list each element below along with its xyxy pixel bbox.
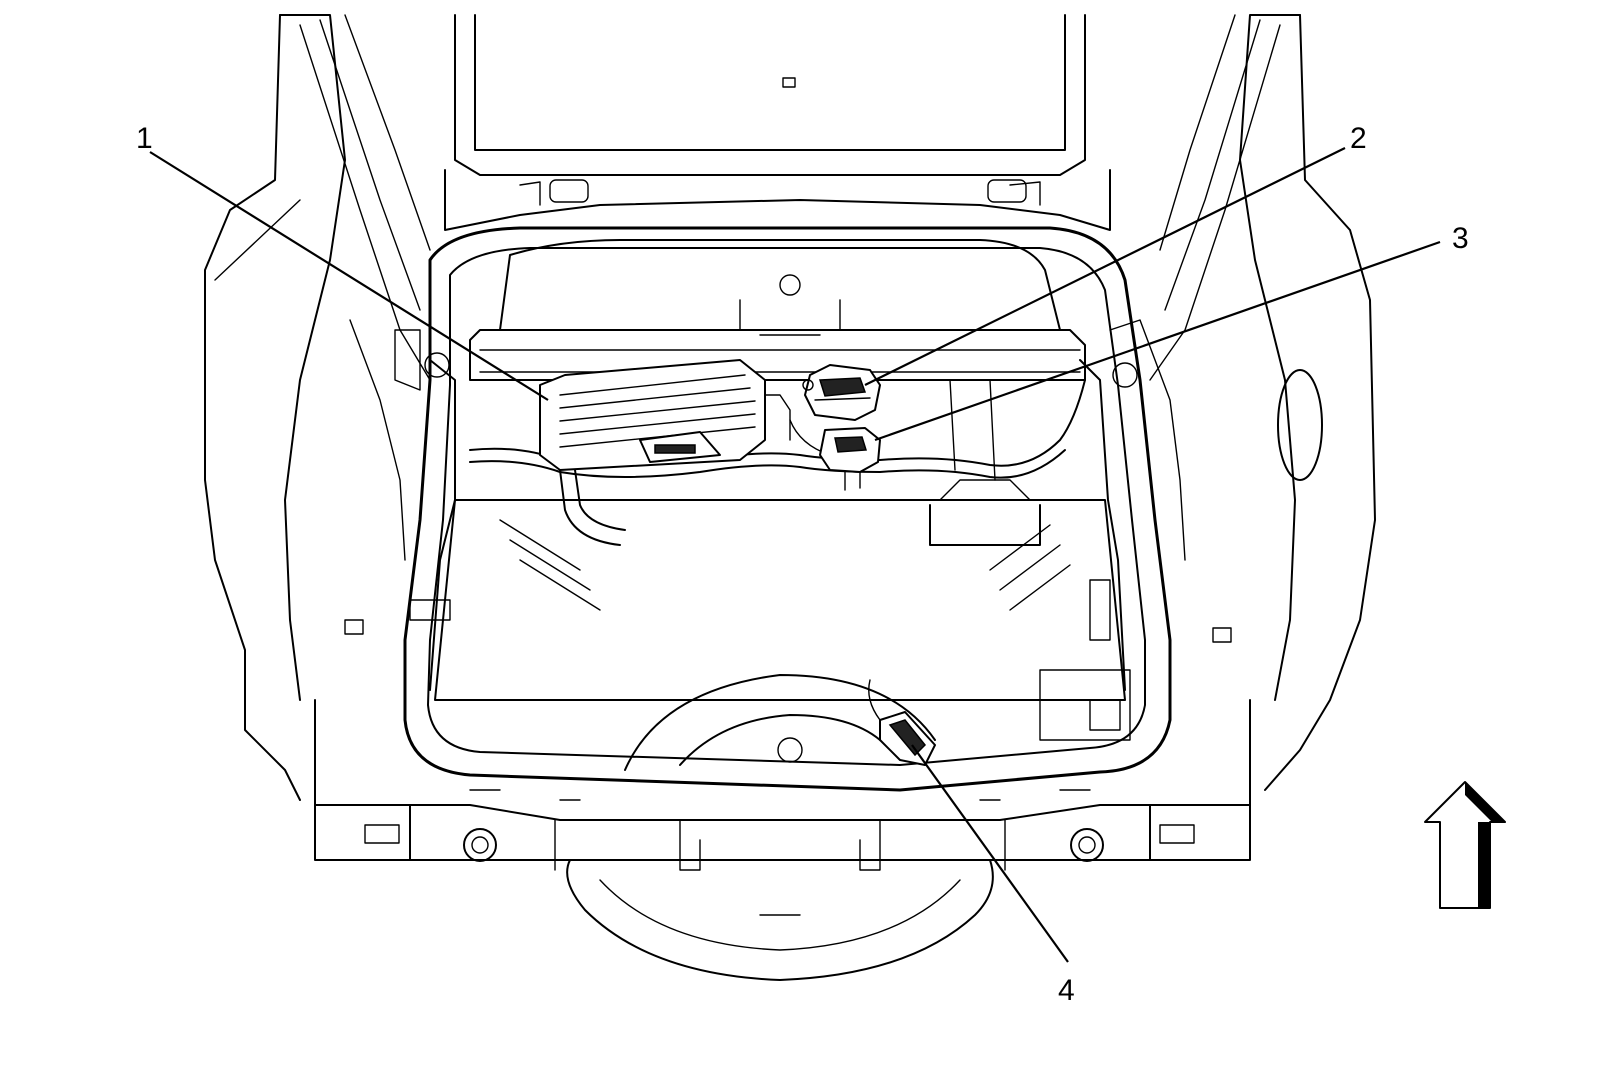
rear-shelf — [499, 239, 1061, 336]
component-1-module — [539, 359, 791, 471]
component-3-module — [819, 427, 881, 491]
component-2-module — [802, 364, 881, 421]
left-inner-side-wall — [344, 319, 456, 691]
leader-line-3 — [874, 240, 1441, 442]
leader-line-1 — [149, 151, 549, 401]
component-4-connector — [868, 679, 936, 766]
spare-tire-well — [566, 674, 994, 981]
right-bumper-mount — [1070, 828, 1104, 862]
leader-line-2 — [864, 147, 1346, 386]
callout-1: 1 — [136, 122, 153, 155]
right-inner-side-wall — [1039, 319, 1232, 741]
callout-4: 4 — [1058, 974, 1075, 1007]
callout-2: 2 — [1350, 122, 1367, 155]
right-quarter-panel — [1149, 14, 1376, 791]
callout-3: 3 — [1452, 222, 1469, 255]
left-quarter-panel — [204, 14, 431, 801]
upper-cross-member — [469, 329, 1086, 381]
trunk-opening-frame — [403, 226, 1172, 792]
rear-window-frame — [444, 14, 1111, 231]
left-bumper-mount — [463, 828, 497, 862]
arrow-up-icon — [1424, 781, 1506, 909]
leader-line-4 — [911, 744, 1069, 963]
trunk-floor — [434, 479, 1126, 701]
rear-end-panel — [314, 699, 1251, 871]
